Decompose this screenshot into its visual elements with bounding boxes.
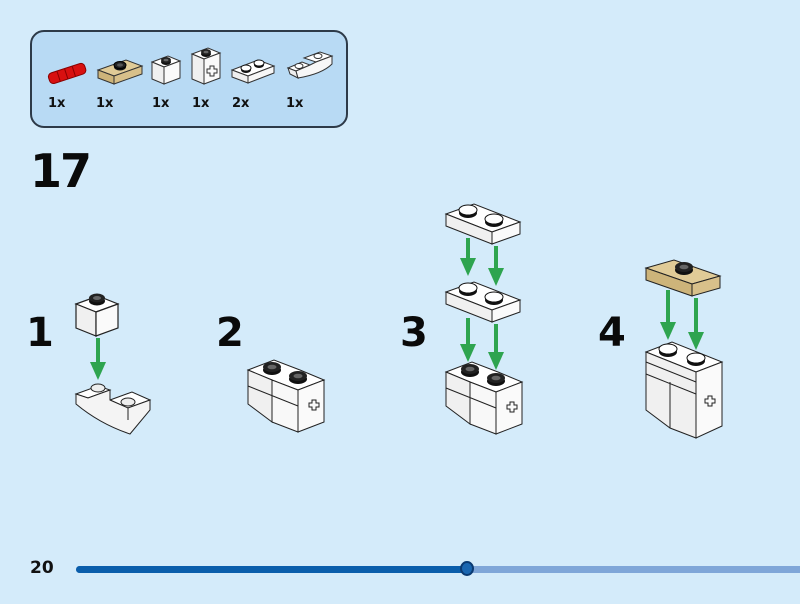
red-axle-pin-icon bbox=[47, 62, 87, 85]
white-inverted-slope-icon bbox=[286, 51, 334, 79]
white-brick-assembly-icon bbox=[444, 361, 524, 435]
part-qty: 1x bbox=[192, 96, 210, 111]
progress-knob[interactable] bbox=[459, 561, 474, 576]
sub-step-3-illustration bbox=[442, 196, 532, 451]
arrow-down-icon bbox=[460, 238, 504, 286]
sub-step-4-illustration bbox=[642, 254, 732, 449]
part-white-1x1-brick bbox=[148, 50, 184, 88]
sub-step-label: 4 bbox=[598, 310, 626, 356]
part-qty: 1x bbox=[48, 96, 66, 111]
white-plate-icon bbox=[444, 203, 522, 245]
white-brick-icon bbox=[74, 293, 120, 337]
part-red-axle-pin bbox=[46, 60, 88, 86]
page-number: 20 bbox=[30, 558, 54, 578]
arrow-down-icon bbox=[660, 290, 704, 350]
part-qty: 1x bbox=[152, 96, 170, 111]
white-brick-stack-icon bbox=[644, 341, 724, 439]
part-white-inverted-slope bbox=[284, 46, 336, 84]
white-axle-brick-icon bbox=[190, 47, 222, 85]
sub-step-2-illustration bbox=[244, 352, 334, 452]
step-number: 17 bbox=[30, 144, 92, 198]
sub-step-label: 1 bbox=[26, 310, 54, 356]
sub-step-label: 2 bbox=[216, 310, 244, 356]
arrow-down-icon bbox=[460, 318, 504, 370]
part-qty: 2x bbox=[232, 96, 250, 111]
part-qty: 1x bbox=[96, 96, 114, 111]
white-inverted-slope-icon bbox=[74, 383, 152, 435]
sub-step-label: 3 bbox=[400, 310, 428, 356]
part-qty: 1x bbox=[286, 96, 304, 111]
part-tan-jumper-plate bbox=[94, 56, 144, 88]
arrow-down-icon bbox=[90, 338, 106, 380]
part-white-axle-brick bbox=[188, 42, 224, 88]
parts-list-callout: 1x 1x 1x 1 bbox=[30, 30, 348, 128]
white-brick-assembly-icon bbox=[246, 359, 326, 433]
progress-bar[interactable] bbox=[76, 561, 800, 576]
part-white-1x2-plate bbox=[228, 56, 278, 86]
white-plate-icon bbox=[230, 59, 276, 84]
white-brick-icon bbox=[150, 55, 182, 85]
white-plate-icon bbox=[444, 281, 522, 323]
progress-fill bbox=[76, 566, 467, 573]
sub-step-1-illustration bbox=[70, 284, 160, 449]
tan-jumper-plate-icon bbox=[644, 259, 722, 297]
tan-jumper-plate-icon bbox=[96, 59, 144, 85]
